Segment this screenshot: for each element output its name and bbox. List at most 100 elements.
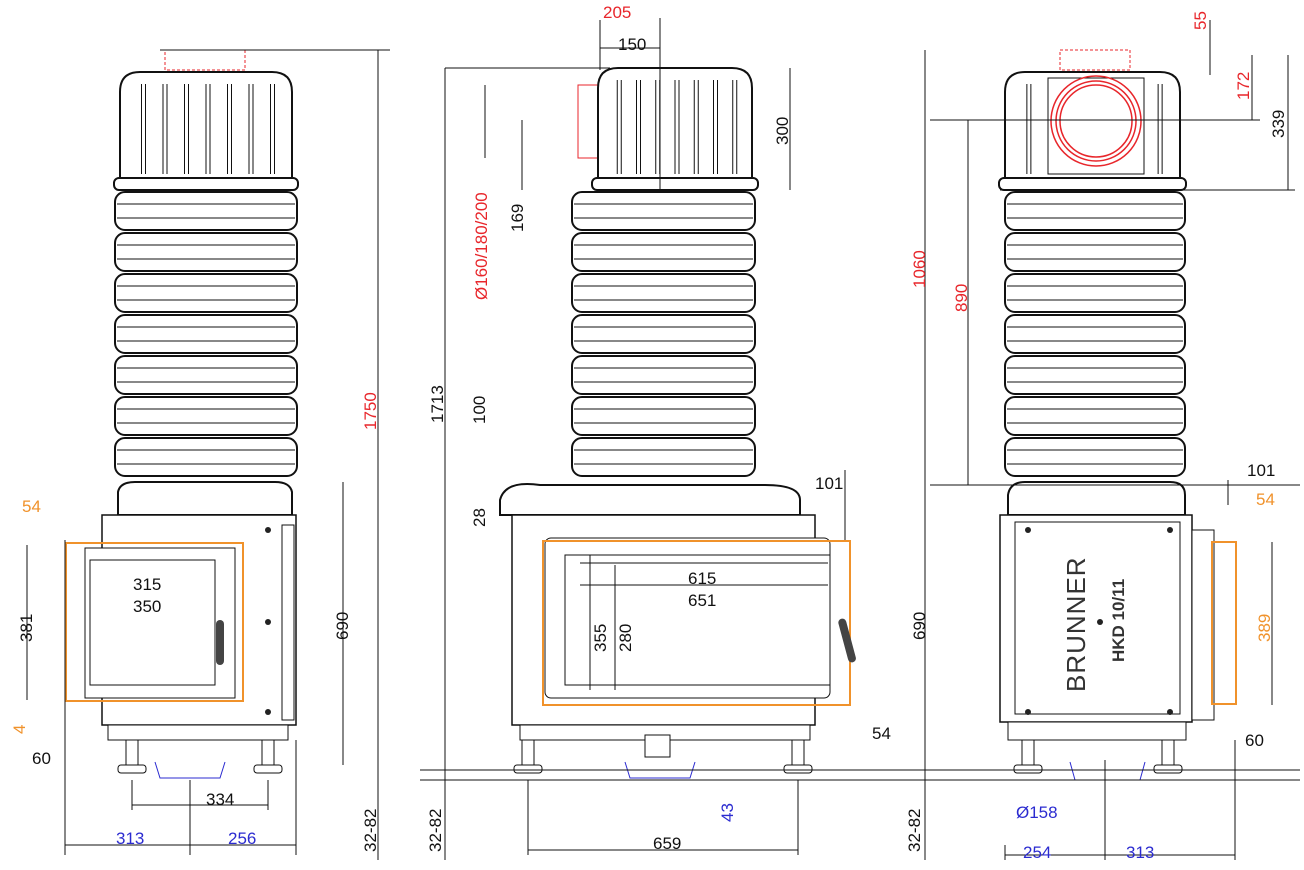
- dim-door-height: 381: [17, 614, 36, 642]
- side-view-labels: 205 150 300 Ø160/180/200 169 1713 100 28…: [426, 3, 891, 853]
- foot-leg: [125, 739, 139, 766]
- side-view: [499, 20, 856, 779]
- foot-leg: [521, 739, 535, 766]
- door-glass: [564, 554, 831, 686]
- rib: [114, 232, 298, 272]
- foot-pad: [253, 764, 283, 774]
- dim-flue-center: 169: [508, 204, 527, 232]
- flue-socket: [1047, 77, 1145, 175]
- brand-logo-text: BRUNNER: [1061, 556, 1091, 692]
- base-hood: [1007, 481, 1186, 516]
- foot-pad: [117, 764, 147, 774]
- rib: [1004, 314, 1186, 354]
- rib: [1004, 273, 1186, 313]
- foot-pad: [783, 764, 813, 774]
- firebox: [999, 514, 1193, 723]
- rib: [114, 437, 298, 477]
- door-swing-outline: [542, 540, 851, 706]
- dim-left-to-center: 313: [116, 829, 144, 848]
- dim-base-gap: 28: [470, 508, 489, 527]
- bolt: [265, 527, 271, 533]
- dim-door-bottom: 4: [10, 725, 29, 734]
- flue-side-outlet: [577, 84, 599, 159]
- cap-collar: [113, 177, 299, 191]
- door-handle: [216, 620, 224, 665]
- dim-door-projection: 101: [1247, 461, 1275, 480]
- dim-glass-height: 280: [616, 624, 635, 652]
- flue-outlet: [1059, 49, 1131, 71]
- rear-view-labels: 55 172 339 1060 890 101 54 389 690 60 Ø1…: [905, 11, 1288, 862]
- dim-box-height: 690: [910, 612, 929, 640]
- flue-ring: [1050, 75, 1142, 167]
- door-swing-outline: [1211, 541, 1237, 705]
- bolt: [1025, 527, 1031, 533]
- door-side: [1191, 529, 1215, 721]
- foot-pad: [1153, 764, 1183, 774]
- dim-flue-offset: 150: [618, 35, 646, 54]
- door-handle: [838, 618, 856, 663]
- rib: [114, 355, 298, 395]
- dim-feet: 32-82: [905, 809, 924, 852]
- rib: [1004, 437, 1186, 477]
- dim-feet-spacing: 334: [206, 790, 234, 809]
- dim-rib-pitch: 100: [470, 396, 489, 424]
- rib: [571, 396, 756, 436]
- dim-flue-diameters: Ø160/180/200: [472, 192, 491, 300]
- flue-ring: [1055, 80, 1137, 162]
- bolt: [1025, 709, 1031, 715]
- dim-total-height: 1713: [428, 385, 447, 423]
- rib: [1004, 232, 1186, 272]
- foot-leg: [791, 739, 805, 766]
- dim-door-offset: 54: [1256, 490, 1275, 509]
- rib: [571, 232, 756, 272]
- side-panel: [281, 524, 295, 721]
- air-inlet: [154, 761, 226, 779]
- dim-bottom-offset: 54: [872, 724, 891, 743]
- dim-flue-center-height: 890: [952, 284, 971, 312]
- base-hood: [499, 483, 801, 516]
- dim-flue-center-cap: 339: [1269, 110, 1288, 138]
- front-view: [65, 49, 299, 779]
- base-hood: [117, 481, 293, 516]
- dim-glass-inner: 315: [133, 575, 161, 594]
- foot-pad: [1013, 764, 1043, 774]
- stove-views: [65, 20, 1237, 860]
- dim-total-height: 1750: [361, 392, 380, 430]
- bolt: [1167, 527, 1173, 533]
- rib: [1004, 355, 1186, 395]
- plinth: [1007, 721, 1187, 741]
- rear-view: [998, 49, 1237, 860]
- dim-glass-inner: 615: [688, 569, 716, 588]
- flue-ring: [1059, 84, 1133, 158]
- dim-top-offset: 55: [1191, 11, 1210, 30]
- dim-depth: 659: [653, 834, 681, 853]
- rib: [114, 314, 298, 354]
- dim-center-to-right: 256: [228, 829, 256, 848]
- dim-air-diameter: Ø158: [1016, 803, 1058, 822]
- dim-flue-offset-outer: 205: [603, 3, 631, 22]
- rib: [571, 273, 756, 313]
- dim-left-to-center: 254: [1023, 843, 1051, 862]
- dim-glass-outer: 651: [688, 591, 716, 610]
- plinth: [107, 724, 289, 741]
- rib: [571, 437, 756, 477]
- rear-panel: [1014, 521, 1181, 715]
- dim-door-height: 389: [1255, 614, 1274, 642]
- cap-collar: [998, 177, 1187, 191]
- dim-air-inlet: 43: [718, 803, 737, 822]
- door-frame: [84, 547, 236, 699]
- rib: [571, 355, 756, 395]
- bolt: [265, 709, 271, 715]
- air-inlet: [1069, 761, 1146, 781]
- front-view-labels: 1750 690 32-82 54 381 4 60 315 350 334 3…: [10, 392, 380, 852]
- dim-door-height: 355: [591, 624, 610, 652]
- dim-door-projection: 101: [815, 474, 843, 493]
- foot-leg: [261, 739, 275, 766]
- dim-feet: 32-82: [361, 809, 380, 852]
- door-swing-outline: [65, 542, 244, 702]
- rib: [571, 314, 756, 354]
- bolt: [265, 619, 271, 625]
- bolt: [1167, 709, 1173, 715]
